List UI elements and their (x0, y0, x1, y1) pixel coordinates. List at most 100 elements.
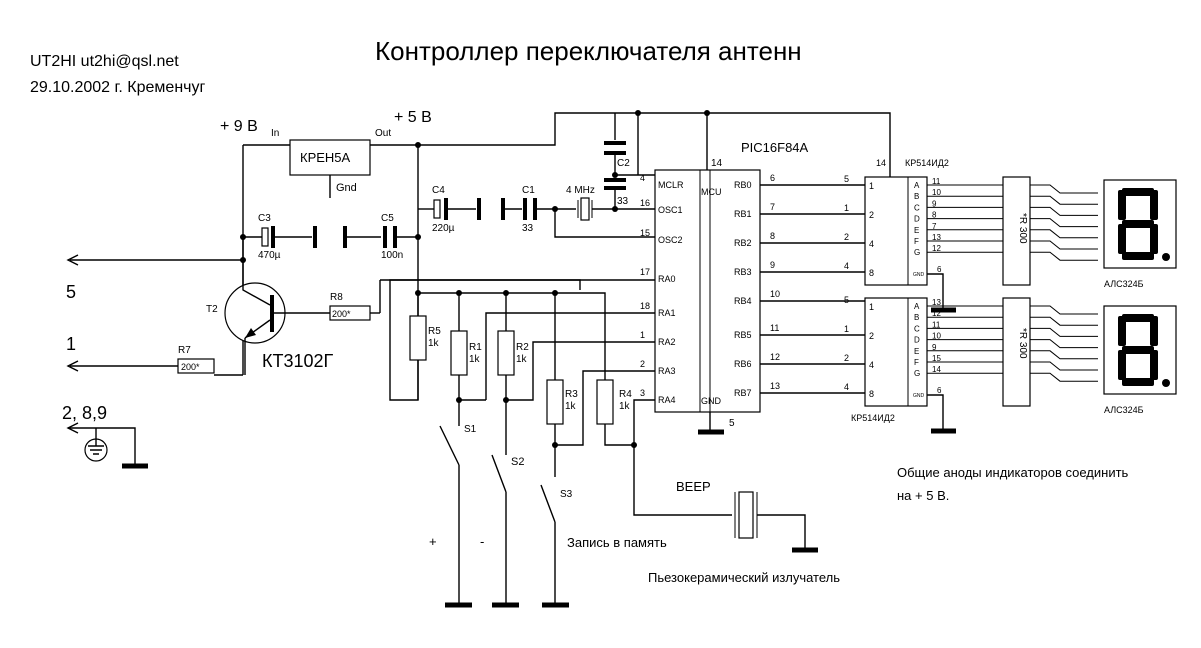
mcu-name: PIC16F84A (741, 140, 809, 155)
decoder-input-label: 2 (869, 210, 874, 220)
decoder-segment-pin: 14 (932, 365, 941, 374)
r5-ref: R5 (428, 326, 441, 337)
mcu-pin-label: RB6 (734, 359, 752, 369)
display-segment (1122, 220, 1154, 228)
decoder-bottom-type: КР514ИД2 (851, 413, 895, 423)
mcu-pin-label: OSC2 (658, 235, 683, 245)
display-segment (1150, 350, 1158, 380)
display-top-type: АЛС324Б (1104, 279, 1144, 289)
c2-value: 33 (617, 196, 629, 207)
mcu-pin-number: 3 (640, 388, 645, 398)
mcu-pin-number: 18 (640, 301, 650, 311)
decoder-segment-label: B (914, 313, 919, 322)
button-minus-label: - (480, 534, 484, 549)
r1-value: 1k (469, 354, 481, 365)
s2-ref: S2 (511, 456, 524, 468)
mcu-pin-number: 15 (640, 228, 650, 238)
mcu-pin-number: 17 (640, 267, 650, 277)
decoder-segment-label: E (914, 347, 919, 356)
decoder-segment-pin: 11 (932, 320, 941, 329)
anodes-note-line2: на + 5 В. (897, 488, 949, 503)
decoder-segment-label: E (914, 226, 919, 235)
decoder-segment-pin: 10 (932, 188, 941, 197)
resistor-array-bottom-label: *R 300 (1017, 328, 1028, 359)
regulator-in-label: In (271, 128, 279, 139)
transistor-section: T2 КТ3102Г R8 200* R7 200* 5 1 2, 8,9 (62, 237, 381, 469)
c1-ref: C1 (522, 185, 535, 196)
r4-value: 1k (619, 401, 631, 412)
connector-pin-gnd: 2, 8,9 (62, 403, 107, 423)
mcu-gnd-label: GND (701, 396, 722, 406)
plus-5v-label: + 5 В (394, 109, 432, 126)
date-place-line: 29.10.2002 г. Кременчуг (30, 79, 205, 96)
decoder-segment-pin: 7 (932, 222, 937, 231)
decoder-segment-pin: 13 (932, 233, 941, 242)
diagram-title: Контроллер переключателя антенн (375, 36, 802, 66)
decoder-segment-label: B (914, 192, 919, 201)
s3-ref: S3 (560, 489, 573, 500)
r7-value: 200* (181, 362, 200, 372)
decoder-input-pin: 5 (844, 174, 849, 184)
decoder-input-label: 1 (869, 302, 874, 312)
display-dot (1162, 253, 1170, 261)
decoder-segment-label: F (914, 237, 919, 246)
decoder-input-pin: 2 (844, 232, 849, 242)
display-segment (1118, 316, 1126, 346)
resistor-array-top (1002, 176, 1031, 286)
decoder-segment-pin: 12 (932, 309, 941, 318)
display-section: *R 300 *R 300 АЛС324Б АЛС324Б (760, 176, 1177, 415)
mcu-pin-number: 10 (770, 289, 780, 299)
display-segment (1150, 316, 1158, 346)
switch-s1 (439, 418, 460, 605)
display-segment (1122, 252, 1154, 260)
button-plus-label: + (429, 534, 437, 549)
decoder-input-pin: 4 (844, 261, 849, 271)
c2-ref: C2 (617, 158, 630, 169)
r4-ref: R4 (619, 389, 632, 400)
r3-value: 1k (565, 401, 577, 412)
decoder-input-label: 1 (869, 181, 874, 191)
decoder-segment-label: D (914, 215, 920, 224)
mcu-pin-label: RB0 (734, 180, 752, 190)
c4-ref: C4 (432, 185, 445, 196)
r5-value: 1k (428, 338, 440, 349)
mcu-pin-label: RA3 (658, 366, 676, 376)
mcu-pin-number: 13 (770, 381, 780, 391)
decoder-segment-label: G (914, 369, 920, 378)
c3-value: 470µ (258, 250, 281, 261)
r1-resistor (450, 330, 468, 376)
mcu-pic16f84a: PIC16F84A MCU GND 14 5 4MCLR16OSC115OSC2… (640, 110, 809, 435)
switch-s3 (540, 470, 556, 605)
resistor-array-top-label: *R 300 (1017, 213, 1028, 244)
display-segment (1118, 190, 1126, 220)
r8-value: 200* (332, 309, 351, 319)
mcu-pin-number: 4 (640, 173, 645, 183)
mcu-pin-number: 9 (770, 260, 775, 270)
s1-ref: S1 (464, 424, 477, 435)
mcu-pin-number: 1 (640, 330, 645, 340)
button-store-label: Запись в память (567, 535, 667, 550)
plus-9v-label: + 9 В (220, 118, 258, 135)
decoder-segment-pin: 9 (932, 343, 937, 352)
mcu-pin-label: RB7 (734, 388, 752, 398)
r2-value: 1k (516, 354, 528, 365)
mcu-pin-number: 6 (770, 173, 775, 183)
crystal-label: 4 MHz (566, 185, 595, 196)
display-segment (1118, 350, 1126, 380)
c4-capacitor (433, 199, 441, 219)
decoder-input-label: 8 (869, 389, 874, 399)
decoder-segment-label: A (914, 181, 920, 190)
mcu-pin-label: RB2 (734, 238, 752, 248)
decoder-input-label: 4 (869, 239, 874, 249)
transistor-ref: T2 (206, 304, 218, 315)
decoder-input-pin: 1 (844, 203, 849, 213)
anodes-note-line1: Общие аноды индикаторов соединить (897, 465, 1129, 480)
c5-value: 100n (381, 250, 403, 261)
switch-s2 (491, 448, 507, 605)
decoder-input-label: 2 (869, 331, 874, 341)
decoder-segment-pin: 15 (932, 354, 941, 363)
decoder-segment-label: C (914, 203, 920, 212)
regulator-kren5a (289, 139, 371, 176)
